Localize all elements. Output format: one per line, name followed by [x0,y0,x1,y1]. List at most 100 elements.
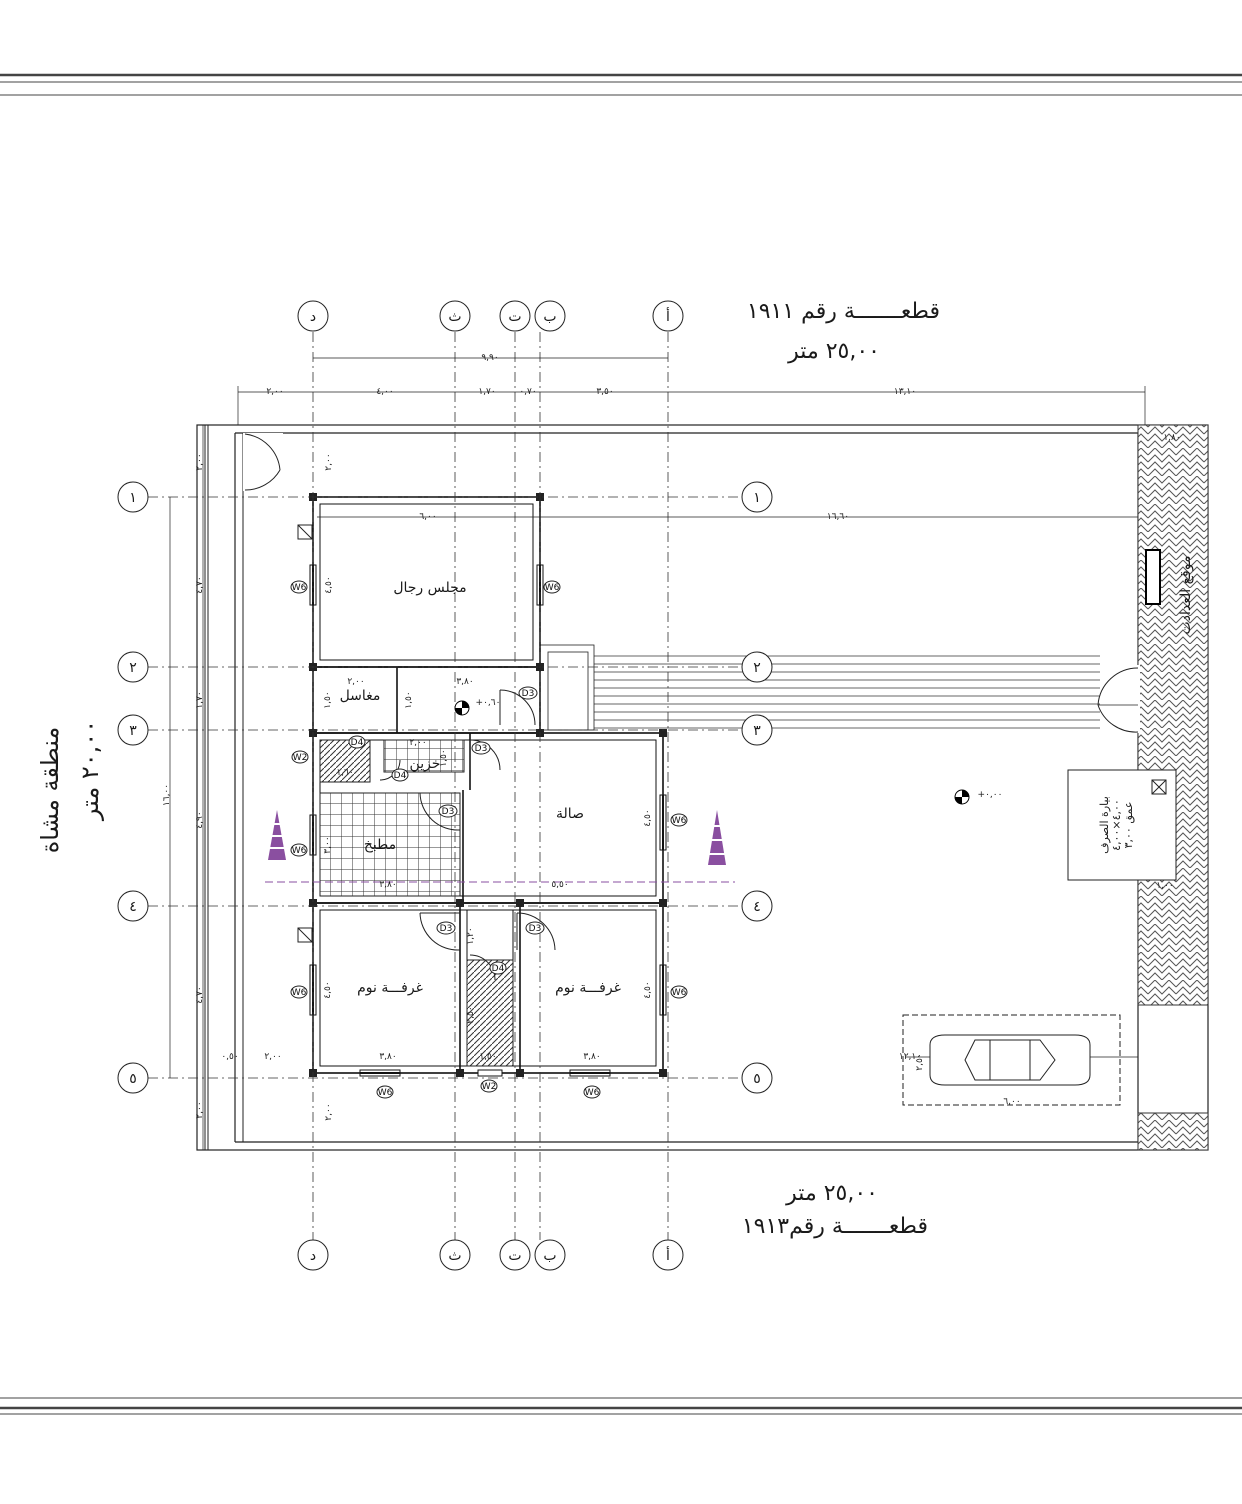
dim-living-h: ٤,٥٠ [643,809,653,826]
meters-box [1145,549,1161,605]
tag-w6-2: W6 [545,583,560,593]
dim-top-seg-1: ٢,٠٠ [266,387,283,397]
sewage-label-3: عمق ٣,٠٠ [1122,802,1136,849]
grid-letter-th: ث [448,309,461,325]
dim-bottom-a: ٠,٥٠ [221,1052,238,1062]
ac-unit-icons [297,524,313,943]
room-washbasins: مغاسل [340,688,381,704]
dim-storage-w: ٢,٠٠ [409,738,426,748]
dim-majlis-w: ٦,٠٠ [419,512,436,522]
dim-wash-h2: ١,٥٠ [404,691,414,708]
dim-bed2-h: ٤,٥٠ [643,981,653,998]
grid-number-5-right: ٥ [753,1071,761,1087]
grid-number-3-right: ٣ [753,723,761,739]
dim-right-strip: ١,٨٠ [1163,433,1180,443]
storage-tiles [383,739,465,773]
sewage-label-1: بيارة الصرف [1098,796,1111,854]
tag-d3-1: D3 [522,689,535,699]
dim-top-seg-4: ٠,٧٠ [519,387,536,397]
door-top-left [243,433,283,491]
room-majlis: مجلس رجال [393,580,466,596]
dim-storage-h: ١,٥٠ [439,749,449,766]
tag-w6-3: W6 [292,846,307,856]
grid-number-3-left: ٣ [129,723,137,739]
sheet-border-bottom [0,1397,1242,1415]
dim-top-seg-2: ٤,٠٠ [376,387,393,397]
dim-gate-w: ١,٠٠ [1156,881,1173,891]
tag-w2-2: W2 [482,1082,497,1092]
tag-d3-4: D3 [440,924,453,934]
tag-d4-2: D4 [394,771,407,781]
dim-left-seg-2: ٤,٧٠ [195,576,205,593]
car-icon [929,1034,1091,1086]
entrance-steps [539,644,1100,731]
sheet-border-top [0,73,1242,96]
tag-w6-8: W6 [585,1088,600,1098]
dim-section-w: ٥,٥٠ [551,880,568,890]
dim-yard-depth: ١٦,٦٠ [827,512,849,522]
tag-w2-1: W2 [293,753,308,763]
tag-d3-5: D3 [529,924,542,934]
dim-bottom-b: ٢,٠٠ [264,1052,281,1062]
parking-bay [902,1014,1121,1106]
dim-left-seg-3: ١,٧٠ [195,691,205,708]
grid-letter-th-bottom: ث [448,1248,461,1264]
tag-d3-2: D3 [475,744,488,754]
room-bedroom-1: غرفـــة نوم [357,980,423,996]
dim-kitchen-h: ٣,٠٠ [323,836,333,853]
grid-number-4-left: ٤ [129,899,137,915]
tag-d4-3: D4 [492,964,505,974]
level-marker-inner [454,700,470,716]
paving-strip [1137,424,1209,1006]
grid-letter-t-bottom: ت [508,1248,521,1264]
grid-lines [148,332,740,1240]
dim-bath-w: ١,٥٠ [479,1052,496,1062]
dim-setback-top: ٢,٠٠ [324,453,334,470]
dimension-lines [169,357,1146,1150]
room-living: صالة [556,806,584,822]
grid-letter-d-bottom: د [310,1248,316,1264]
dim-hall-w: ١,٢٠ [466,927,476,944]
grid-number-4-right: ٤ [753,899,761,915]
grid-number-5-left: ٥ [129,1071,137,1087]
tag-w6-4: W6 [672,816,687,826]
bottom-plot-title: قطعـــــــة رقم١٩١٣ [742,1214,928,1239]
section-line [265,810,735,883]
grid-number-1-left: ١ [129,490,137,506]
grid-letter-t: ت [508,309,521,325]
dim-top-total: ٩,٩٠ [481,353,498,363]
grid-letter-a-bottom: أ [666,1246,670,1264]
room-storage: خزين [410,756,441,772]
left-zone-width: ٢٠,٠٠ متر [76,720,104,821]
sewage-label-2: ٤,٠٠×٤,٠٠ [1110,799,1123,851]
dim-car-w: ٢,٥٠ [915,1053,925,1070]
grid-letter-a: أ [666,307,670,325]
bottom-plot-width: ٢٥,٠٠ متر [785,1181,878,1206]
dim-left-seg-6: ٢,٠٠ [195,1101,205,1118]
room-bedroom-2: غرفـــة نوم [555,980,621,996]
dim-wash-w: ٢,٠٠ [347,677,364,687]
dim-top-seg-6: ١٣,١٠ [894,387,916,397]
dim-corridor-w: ٣,٨٠ [456,677,473,687]
room-kitchen: مطبخ [364,837,396,853]
grid-letter-b-bottom: ب [543,1248,556,1264]
grid-letter-d: د [310,309,316,325]
meters-label: موقع العدادت [1178,556,1194,635]
tag-d3-3: D3 [442,807,455,817]
dim-top-seg-3: ١,٧٠ [478,387,495,397]
dim-car-depth: ١٢,١٠ [899,1052,921,1062]
gate-right [1095,665,1140,733]
dim-left-seg-5: ٤,٧٠ [195,986,205,1003]
level-marker-outer [954,789,970,805]
level-outer-text: +٠,٠٠ [978,790,1003,800]
paving-strip-bottom [1137,1112,1209,1151]
tag-w6-1: W6 [292,583,307,593]
dim-bed1-w: ٣,٨٠ [379,1052,396,1062]
grid-bubbles [117,300,773,1271]
tag-d4-1: D4 [351,738,364,748]
tag-w6-5: W6 [292,988,307,998]
dim-wash-h: ١,٥٠ [323,691,333,708]
grid-number-2-left: ٢ [129,660,137,676]
dim-left-seg-1: ٢,٠٠ [195,453,205,470]
